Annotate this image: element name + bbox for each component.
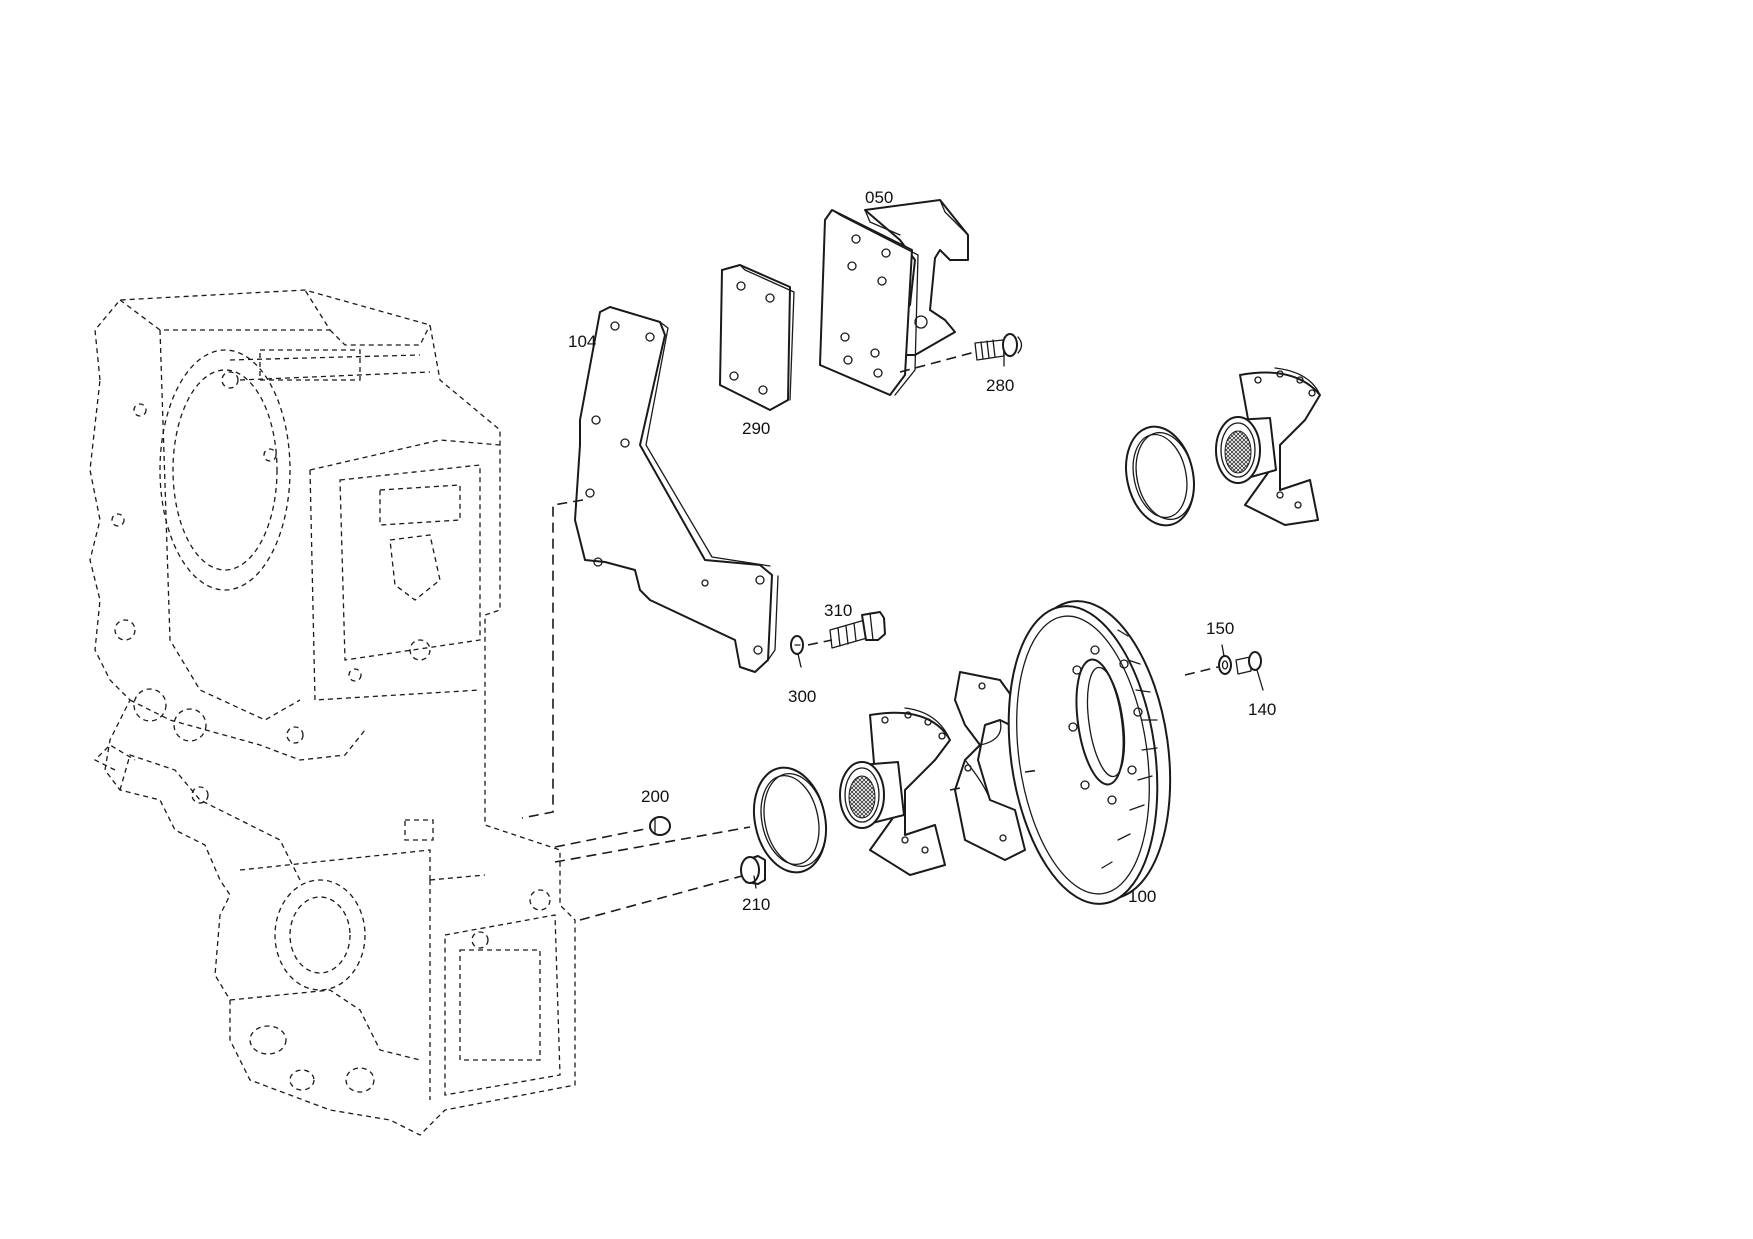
flywheel-100 (1007, 600, 1172, 905)
label-tick-140 (1256, 669, 1264, 691)
lower-seal-ring (753, 766, 827, 874)
label-tick-300 (797, 653, 802, 668)
washer-150 (1218, 655, 1232, 675)
leader-104-housing (521, 499, 584, 819)
bracket-plate-104 (574, 306, 779, 673)
label-280: 280 (986, 376, 1014, 395)
label-200: 200 (641, 787, 669, 806)
label-tick-210 (753, 875, 757, 889)
label-290: 290 (742, 419, 770, 438)
label-210: 210 (742, 895, 770, 914)
leader-310-line (807, 639, 833, 646)
label-150: 150 (1206, 619, 1234, 638)
label-310: 310 (824, 601, 852, 620)
upper-coupling-hub (1215, 367, 1321, 526)
label-104: 104 (568, 332, 596, 351)
label-100: 100 (1128, 887, 1156, 906)
plug-200 (649, 816, 671, 836)
transmission-housing (89, 289, 576, 1136)
lower-coupling-hub (839, 707, 951, 876)
label-tick-150 (1221, 644, 1225, 657)
screw-310 (829, 611, 886, 649)
screw-140 (1235, 651, 1262, 675)
label-140: 140 (1248, 700, 1276, 719)
washer-300 (790, 635, 804, 655)
leader-seal-line (554, 826, 751, 863)
label-300: 300 (788, 687, 816, 706)
label-050: 050 (865, 188, 893, 207)
flex-coupling-element (954, 671, 1026, 861)
gasket-plate-290 (719, 264, 795, 411)
upper-seal-ring (1125, 425, 1195, 527)
plug-210 (740, 855, 766, 885)
leader-210-line (579, 875, 743, 921)
leader-200-line (554, 827, 651, 848)
leader-flywheel-axis (1184, 666, 1219, 676)
cover-050 (819, 199, 969, 396)
leader-hub-flex (949, 769, 1041, 791)
